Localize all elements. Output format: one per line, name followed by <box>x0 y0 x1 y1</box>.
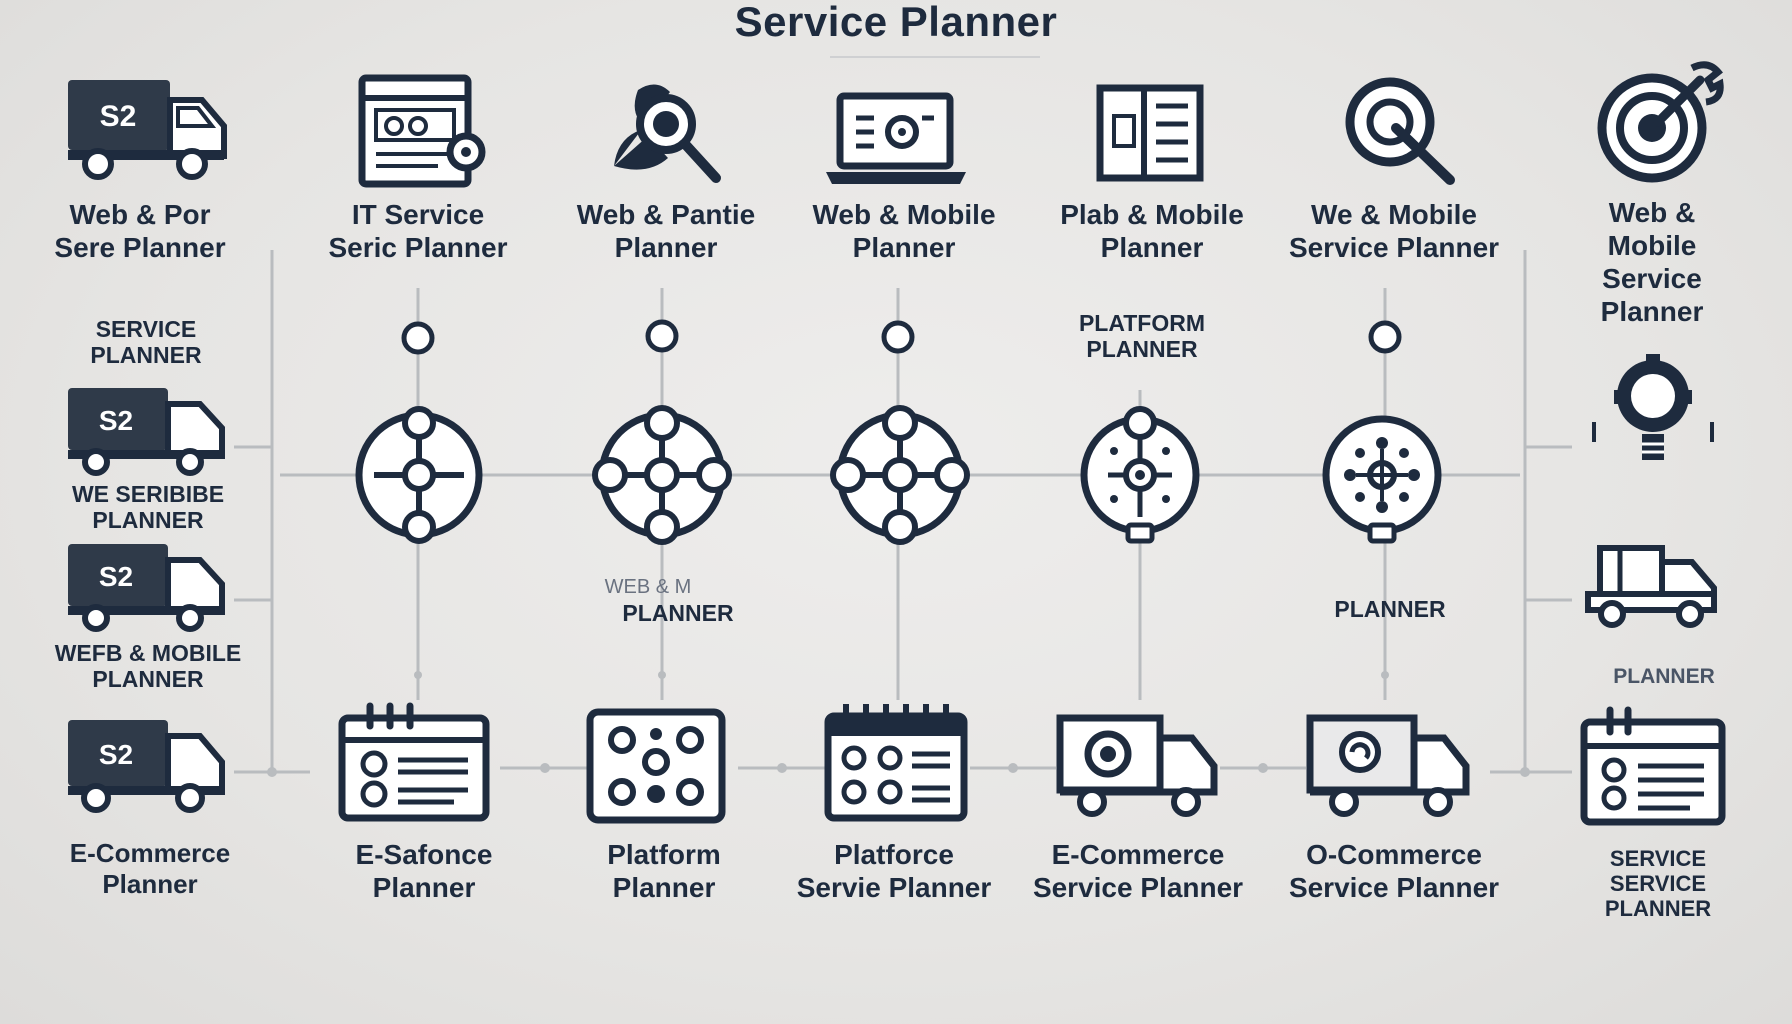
web-planner-caption-faint: Web & M <box>604 576 692 598</box>
diagram-title: Service Planner <box>734 0 1058 45</box>
target-wrench-icon <box>1592 58 1726 188</box>
bulb-network-icon <box>1320 405 1444 555</box>
svg-text:S2: S2 <box>99 739 133 770</box>
truck-icon: S2 <box>66 542 226 632</box>
calendar-list-icon <box>338 702 490 824</box>
magnifier-icon <box>1340 72 1460 188</box>
network-node-icon <box>592 405 732 545</box>
lightbulb-gear-icon <box>1586 352 1720 472</box>
search-user-icon <box>608 76 728 186</box>
svg-text:S2: S2 <box>100 100 137 133</box>
top-label-2: IT Service Seric Planner <box>328 199 508 263</box>
left-caption-4: E-Commerce Planner <box>69 838 231 899</box>
left-caption-1: Service Planner <box>90 316 202 368</box>
left-caption-2: We Seribibe Planner <box>71 481 225 533</box>
top-label-7: Web & Mobile Service Planner <box>1600 197 1704 327</box>
left-caption-3: Wefb & Mobile Planner <box>54 640 242 692</box>
delivery-truck-icon <box>1306 714 1472 820</box>
dashboard-grid-icon <box>586 708 726 824</box>
bottom-label-3: Platforce Servie Planner <box>796 839 992 903</box>
truck-badge: S2 <box>99 561 133 592</box>
truck-icon: S2 <box>66 386 226 476</box>
bulb-network-icon <box>1078 405 1202 555</box>
truck-icon <box>1584 544 1720 632</box>
bottom-label-2: Platform Planner <box>607 839 721 903</box>
top-label-6: We & Mobile Service Planner <box>1288 199 1500 263</box>
web-planner-caption: Planner <box>622 600 734 626</box>
laptop-icon <box>822 92 970 188</box>
document-panel-icon <box>1096 84 1206 184</box>
right-caption-planner: Planner <box>1613 665 1715 688</box>
network-node-icon <box>354 405 484 545</box>
planner-caption-right: Planner <box>1334 596 1446 622</box>
delivery-truck-icon <box>1056 714 1220 820</box>
browser-gear-icon <box>358 74 490 190</box>
title-divider <box>830 56 1040 58</box>
truck-badge: S2 <box>99 405 133 436</box>
top-label-4: Web & Mobile Planner <box>812 199 996 263</box>
top-label-1: Web & Por Sere Planner <box>54 199 226 263</box>
top-label-5: Plab & Mobile Planner <box>1060 199 1244 263</box>
platform-planner-caption: Platform Planner <box>1078 310 1206 362</box>
right-caption-service: Service Service Planner <box>1604 846 1712 921</box>
bottom-label-4: E-Commerce Service Planner <box>1032 839 1244 903</box>
network-node-icon <box>830 405 970 545</box>
calendar-list-icon <box>1580 706 1726 828</box>
bottom-label-5: O-Commerce Service Planner <box>1288 839 1500 903</box>
truck-icon: S2 <box>66 718 226 814</box>
truck-icon: S2 <box>66 78 228 182</box>
bottom-label-1: E-Safonce Planner <box>355 839 493 903</box>
calendar-grid-icon <box>824 700 968 824</box>
top-label-3: Web & Pantie Planner <box>576 199 756 263</box>
